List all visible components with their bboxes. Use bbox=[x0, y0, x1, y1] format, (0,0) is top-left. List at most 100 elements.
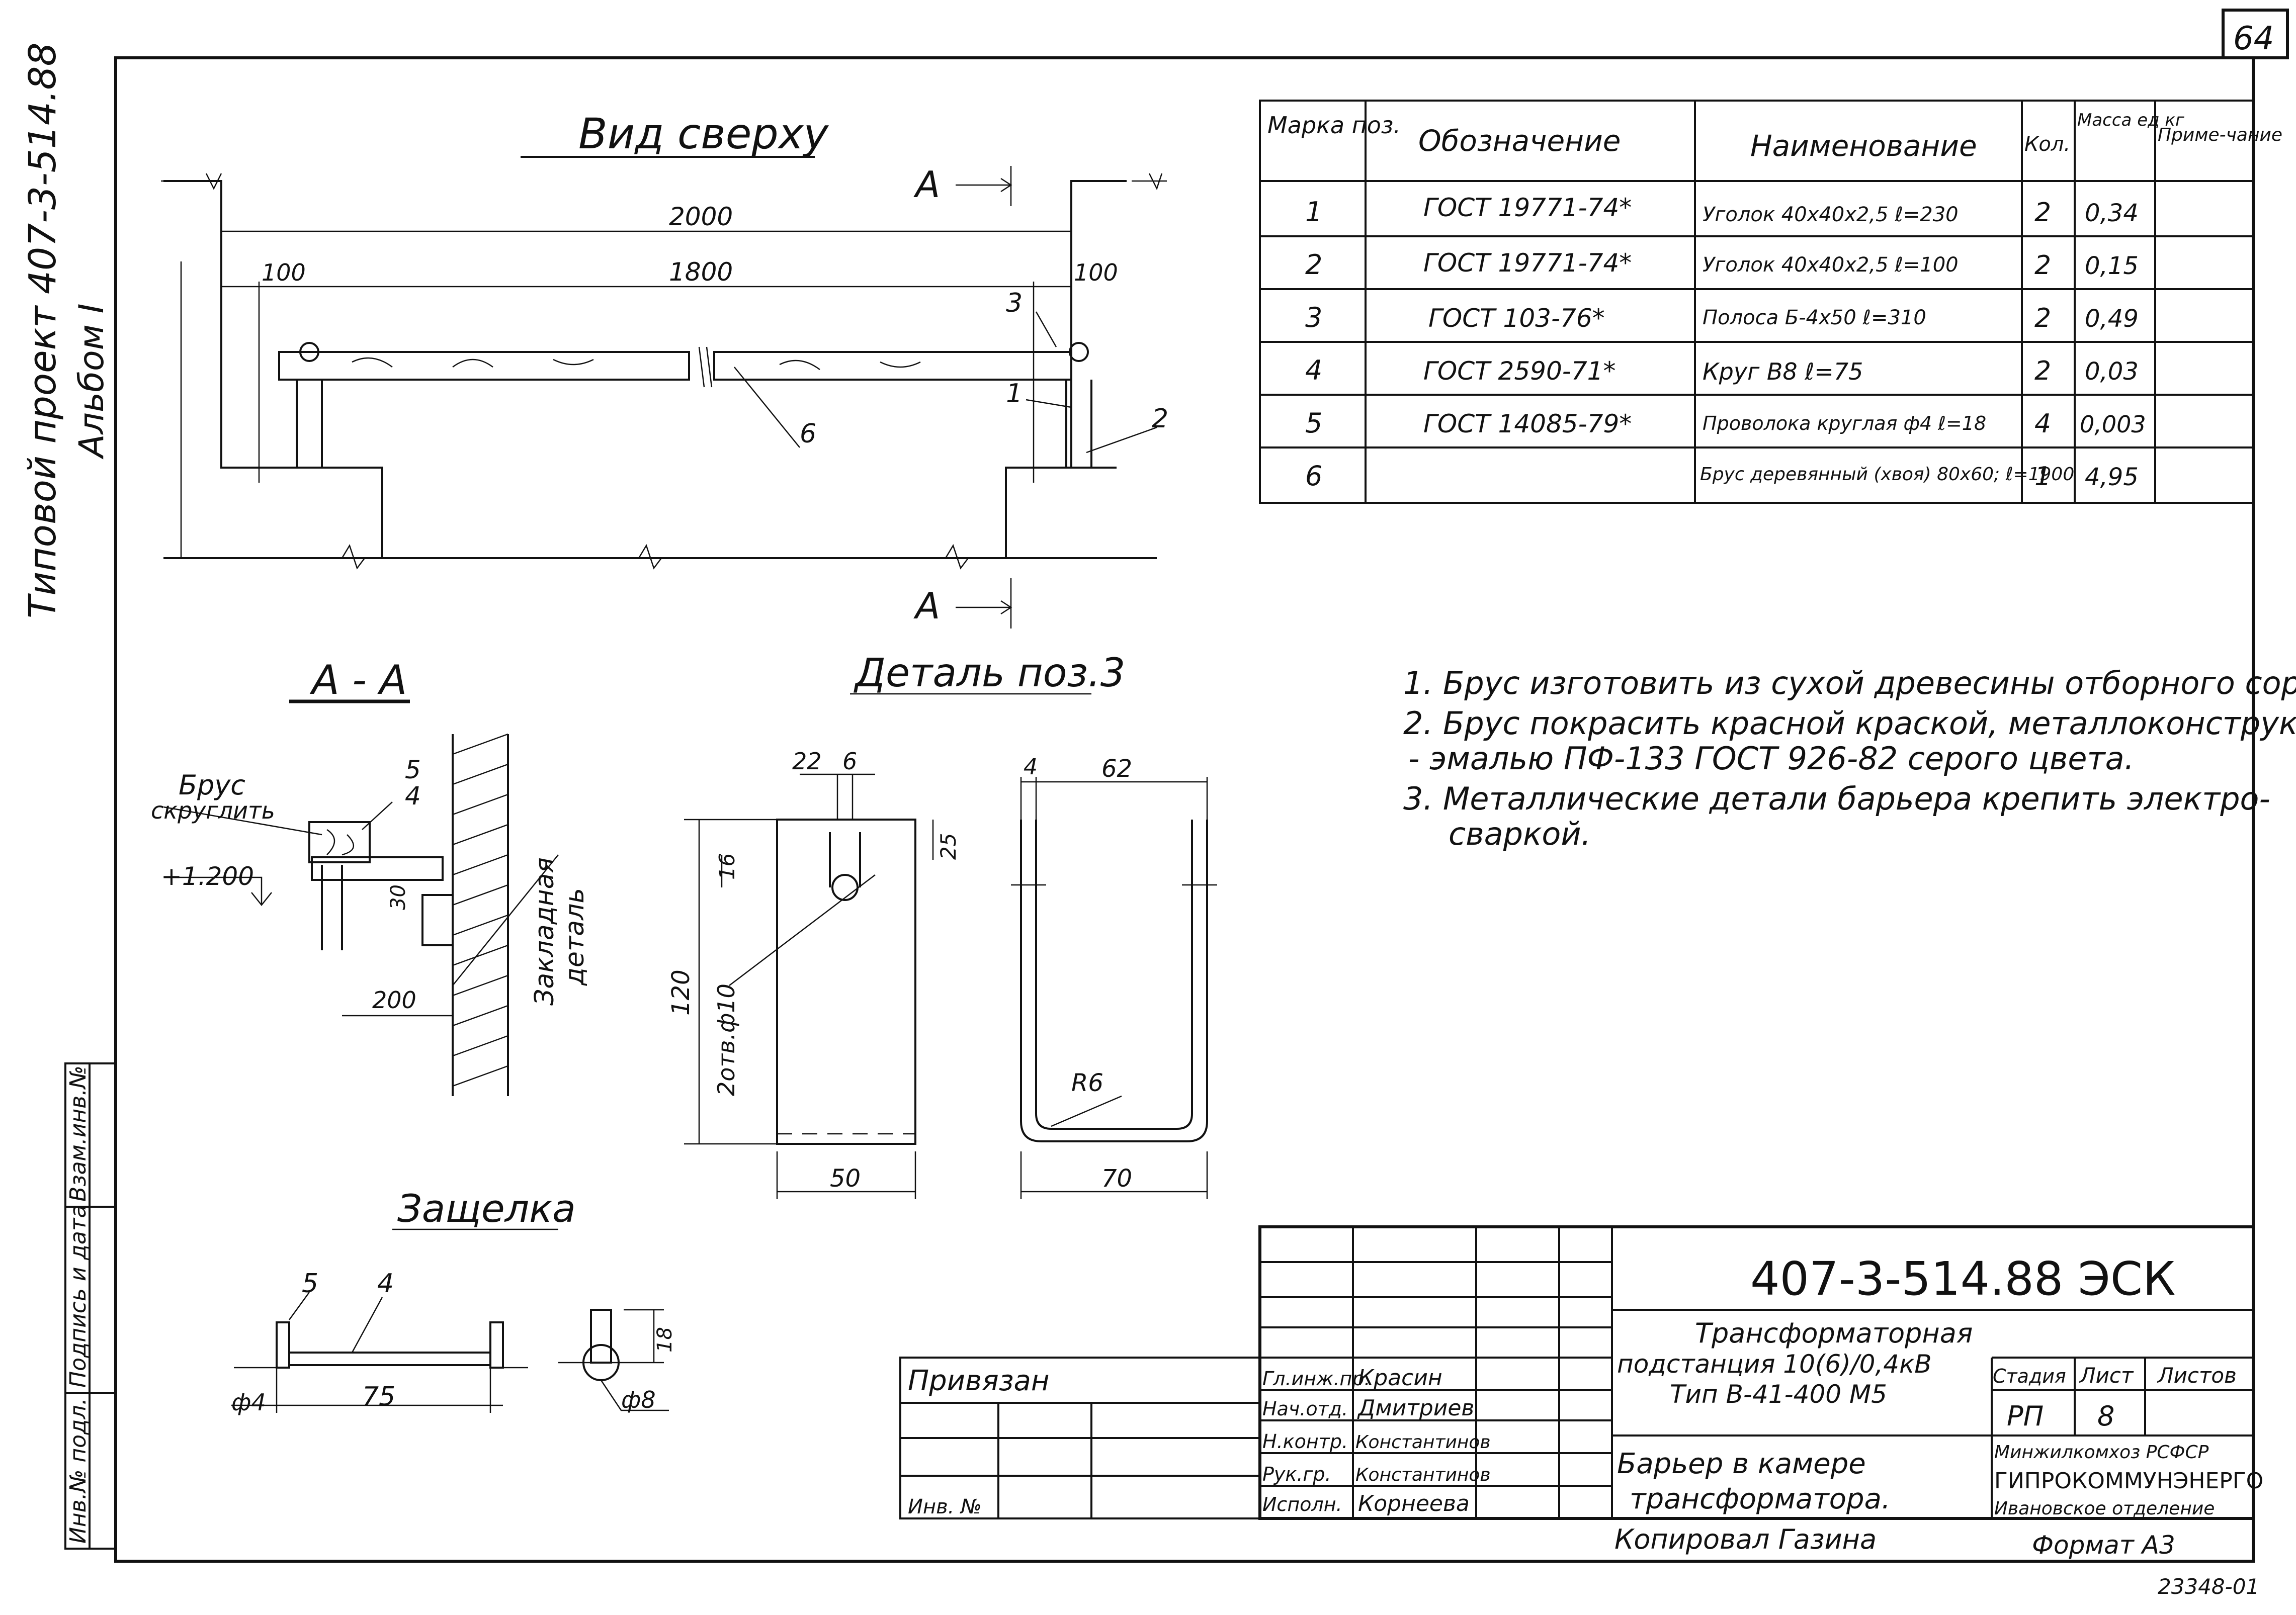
top-view bbox=[161, 156, 1167, 629]
level-mark: +1.200 bbox=[161, 862, 254, 891]
dim-4: 4 bbox=[1024, 754, 1038, 780]
dim-30: 30 bbox=[387, 884, 410, 910]
hdr-name: Наименование bbox=[1750, 129, 1977, 163]
svg-text:Типовой проект 407-3-514.88: Типовой проект 407-3-514.88 bbox=[21, 42, 64, 618]
radius-label: R6 bbox=[1071, 1069, 1103, 1097]
detail3-title: Деталь поз.3 bbox=[854, 651, 1125, 696]
row6-mass: 4,95 bbox=[2085, 463, 2139, 491]
row2-designation: ГОСТ 19771-74* bbox=[1423, 248, 1632, 278]
callout-1: 1 bbox=[1006, 379, 1023, 409]
row1-name: Уголок 40х40х2,5 ℓ=230 bbox=[1703, 203, 1959, 226]
note-2b: - эмалью ПФ-133 ГОСТ 926-82 серого цвета… bbox=[1408, 740, 2134, 777]
row2-qty: 2 bbox=[2034, 250, 2051, 281]
row3-qty: 2 bbox=[2034, 303, 2051, 333]
staff-role-1: Гл.инж.пр. bbox=[1262, 1368, 1370, 1390]
left-strip bbox=[64, 1062, 117, 1550]
row6-pos: 6 bbox=[1305, 460, 1322, 492]
row1-pos: 1 bbox=[1305, 196, 1322, 228]
strip-podpis: Подпись и дата bbox=[65, 1205, 91, 1388]
org-line-3: Ивановское отделение bbox=[1994, 1498, 2215, 1519]
sheet-frame bbox=[114, 9, 2289, 1563]
sheet-title-2: трансформатора. bbox=[1630, 1483, 1891, 1515]
org-line-1: Минжилкомхоз РСФСР bbox=[1994, 1442, 2209, 1463]
staff-name-2: Дмитриев bbox=[1357, 1395, 1474, 1421]
hdr-qty: Кол. bbox=[2024, 133, 2070, 156]
dim-inner: 1800 bbox=[669, 257, 733, 287]
section-mark-bottom: А bbox=[913, 585, 940, 627]
dim-16: 16 bbox=[715, 853, 739, 880]
inv-no-label: Инв. № bbox=[908, 1495, 982, 1518]
row4-name: Круг В8 ℓ=75 bbox=[1703, 358, 1863, 385]
archive-stamp: 23348-01 bbox=[2158, 1574, 2259, 1599]
callout-6: 6 bbox=[800, 419, 816, 449]
staff-role-4: Рук.гр. bbox=[1262, 1463, 1331, 1485]
dim-25: 25 bbox=[936, 833, 961, 860]
section-aa-title: А - А bbox=[309, 657, 407, 703]
format-label: Формат А3 bbox=[2032, 1531, 2175, 1560]
hdr-note: Приме-чание bbox=[2158, 125, 2282, 145]
project-line-3: Тип В-41-400 М5 bbox=[1670, 1380, 1887, 1409]
section-mark-top: А bbox=[913, 163, 940, 206]
list-value: 8 bbox=[2097, 1400, 2114, 1432]
latch-dim-18: 18 bbox=[653, 1327, 676, 1353]
staff-role-2: Нач.отд. bbox=[1262, 1398, 1348, 1420]
label-brus: Брус bbox=[179, 769, 245, 801]
latch-dia8: ф8 bbox=[621, 1386, 656, 1413]
row4-designation: ГОСТ 2590-71* bbox=[1423, 356, 1615, 386]
staff-role-5: Исполн. bbox=[1262, 1493, 1342, 1515]
row1-designation: ГОСТ 19771-74* bbox=[1423, 193, 1632, 222]
latch-pos-5: 5 bbox=[302, 1269, 318, 1299]
hdr-designation: Обозначение bbox=[1418, 124, 1621, 158]
row1-qty: 2 bbox=[2034, 198, 2051, 228]
row2-mass: 0,15 bbox=[2085, 252, 2139, 280]
privyazan-label: Привязан bbox=[908, 1365, 1049, 1397]
row5-name: Проволока круглая ф4 ℓ=18 bbox=[1703, 412, 1986, 434]
note-3b: сваркой. bbox=[1449, 816, 1591, 852]
row3-name: Полоса Б-4х50 ℓ=310 bbox=[1703, 306, 1926, 329]
detail-3 bbox=[684, 693, 1217, 1199]
staff-name-1: Красин bbox=[1358, 1365, 1442, 1391]
title-block bbox=[899, 1225, 2255, 1520]
row2-name: Уголок 40х40х2,5 ℓ=100 bbox=[1703, 253, 1959, 277]
sheet-title-1: Барьер в камере bbox=[1617, 1448, 1866, 1480]
note-1: 1. Брус изготовить из сухой древесины от… bbox=[1403, 665, 2296, 701]
callout-2: 2 bbox=[1152, 404, 1168, 434]
dim-22: 22 bbox=[792, 748, 822, 775]
note-2: 2. Брус покрасить красной краской, метал… bbox=[1403, 705, 2296, 742]
copied-by: Копировал Газина bbox=[1614, 1523, 1877, 1555]
row6-qty: 1 bbox=[2034, 462, 2051, 492]
note-3: 3. Металлические детали барьера крепить … bbox=[1403, 780, 2270, 817]
project-line-1: Трансформаторная bbox=[1695, 1317, 1973, 1349]
label-zakl2: деталь bbox=[560, 888, 590, 986]
project-line-2: подстанция 10(6)/0,4кВ bbox=[1617, 1350, 1932, 1379]
strip-vzam: Взам.инв.№ bbox=[65, 1065, 91, 1202]
dim-right: 100 bbox=[1074, 259, 1118, 286]
top-view-title: Вид сверху bbox=[578, 109, 829, 158]
row3-designation: ГОСТ 103-76* bbox=[1428, 304, 1605, 333]
stage-label: Стадия bbox=[1993, 1365, 2066, 1387]
row4-mass: 0,03 bbox=[2085, 357, 2139, 386]
label-round: скруглить bbox=[151, 797, 275, 824]
lists-label: Листов bbox=[2157, 1363, 2237, 1388]
row1-mass: 0,34 bbox=[2085, 199, 2139, 227]
label-zakl1: Закладная bbox=[530, 857, 560, 1006]
row5-mass: 0,003 bbox=[2080, 411, 2146, 438]
dim-70: 70 bbox=[1101, 1164, 1132, 1193]
hdr-mark: Марка поз. bbox=[1267, 112, 1401, 139]
row6-name: Брус деревянный (хвоя) 80х60; ℓ=1900 bbox=[1700, 464, 2074, 485]
org-line-2: ГИПРОКОММУНЭНЕРГО bbox=[1994, 1468, 2263, 1494]
staff-name-3: Константинов bbox=[1355, 1432, 1491, 1453]
dim-120: 120 bbox=[667, 969, 695, 1016]
dim-left: 100 bbox=[262, 259, 306, 286]
pos-5: 5 bbox=[405, 755, 421, 784]
hdr-mass: Масса ед кг bbox=[2077, 110, 2185, 130]
row3-mass: 0,49 bbox=[2085, 305, 2139, 333]
row5-designation: ГОСТ 14085-79* bbox=[1423, 409, 1632, 438]
row3-pos: 3 bbox=[1305, 302, 1322, 333]
list-label: Лист bbox=[2079, 1363, 2134, 1388]
dim-200: 200 bbox=[372, 986, 416, 1014]
sheet-number: 64 bbox=[2233, 20, 2274, 57]
strip-inv-podl: Инв.№ подл. bbox=[65, 1398, 91, 1544]
row5-pos: 5 bbox=[1305, 407, 1322, 439]
spec-table bbox=[1259, 100, 2254, 504]
